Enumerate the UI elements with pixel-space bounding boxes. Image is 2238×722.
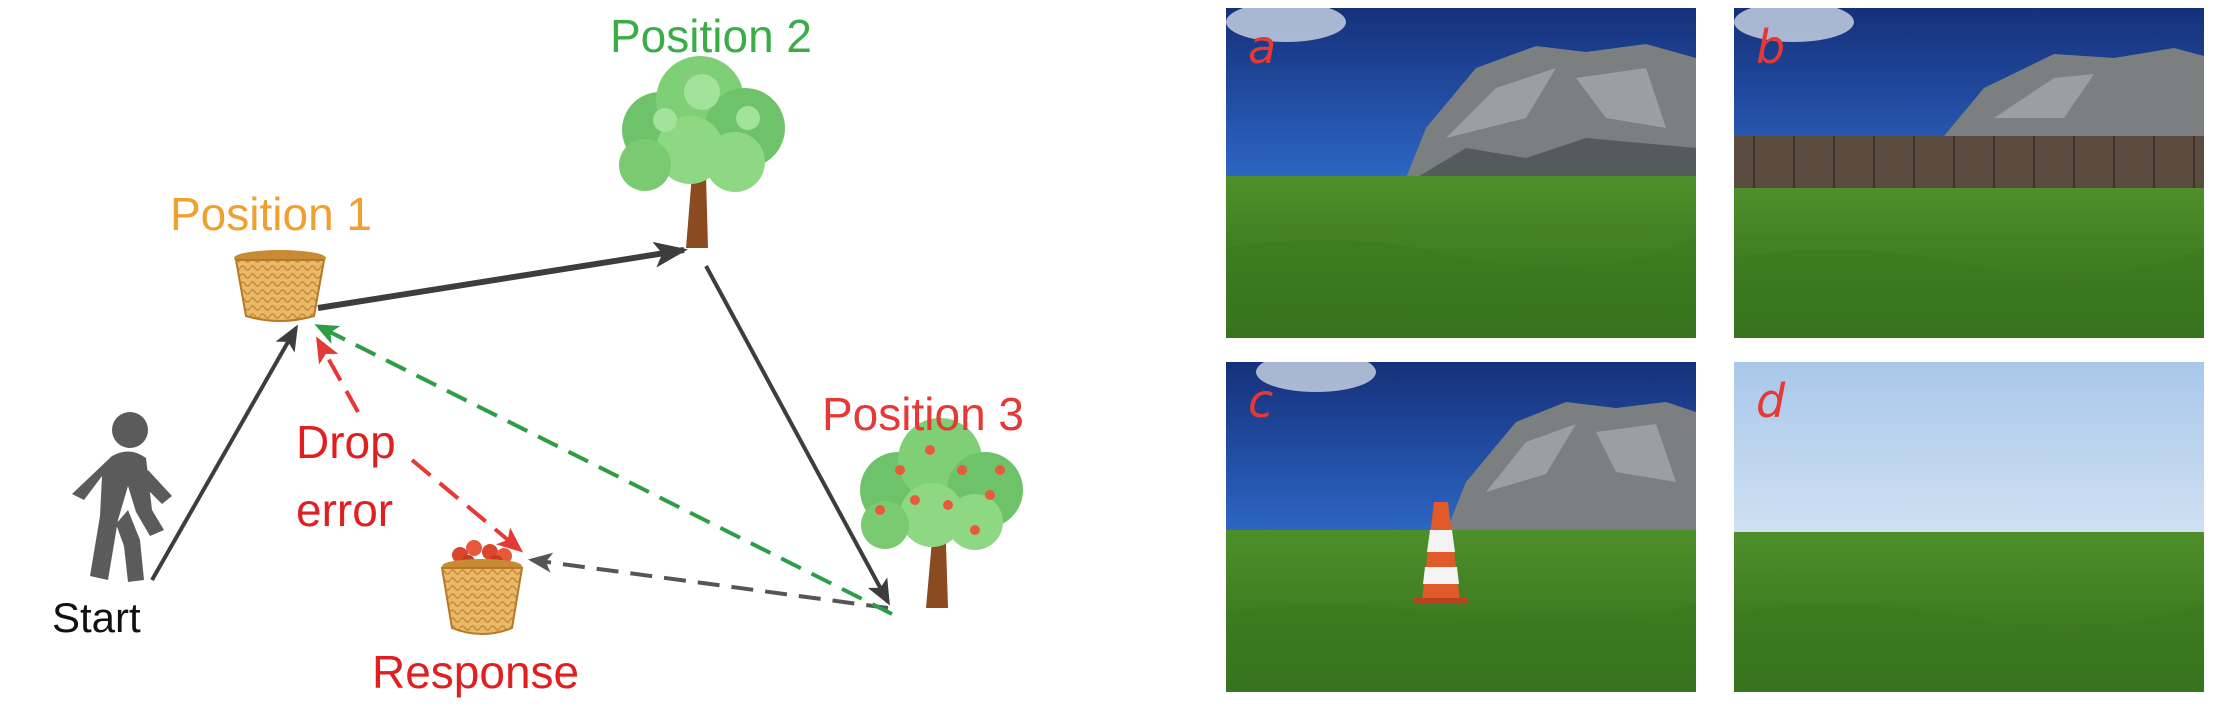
environment-panel-a: a: [1226, 8, 1696, 338]
drop-error-label-line-2: error: [296, 484, 393, 536]
position-2-label: Position 2: [610, 10, 812, 62]
drop-error-label-line-1: Drop: [296, 416, 396, 468]
panel-letter-d: d: [1756, 374, 1786, 428]
position-3-label: Position 3: [822, 388, 1024, 440]
panel-letter-a: a: [1248, 20, 1277, 74]
basket-icon-position-1: [234, 250, 326, 322]
drop-error-line: [410, 458, 524, 553]
path-start-to-position-1: [150, 324, 298, 581]
fruit-tree-icon-position-3: [860, 418, 1023, 608]
walking-person-icon: [72, 412, 172, 582]
position-1-label: Position 1: [170, 188, 372, 240]
dashed-response-path: [528, 552, 889, 610]
dashed-correct-return-path: [314, 324, 893, 616]
response-label: Response: [372, 646, 579, 698]
response-basket-icon: [440, 540, 524, 635]
navigation-diagram: Start Position 1 Position 2: [52, 10, 1024, 698]
panel-letter-b: b: [1756, 20, 1786, 74]
environment-panel-c: c: [1226, 362, 1696, 692]
tree-icon-position-2: [619, 56, 785, 248]
environment-panel-b: b: [1734, 8, 2204, 338]
environment-panel-d: d: [1734, 362, 2204, 692]
panel-letter-c: c: [1248, 374, 1274, 428]
path-position-2-to-position-3: [704, 265, 890, 606]
start-label: Start: [52, 594, 141, 641]
path-position-1-to-position-2: [317, 241, 688, 311]
traffic-cone-icon: [1414, 502, 1468, 604]
drop-error-line-up: [316, 336, 360, 413]
